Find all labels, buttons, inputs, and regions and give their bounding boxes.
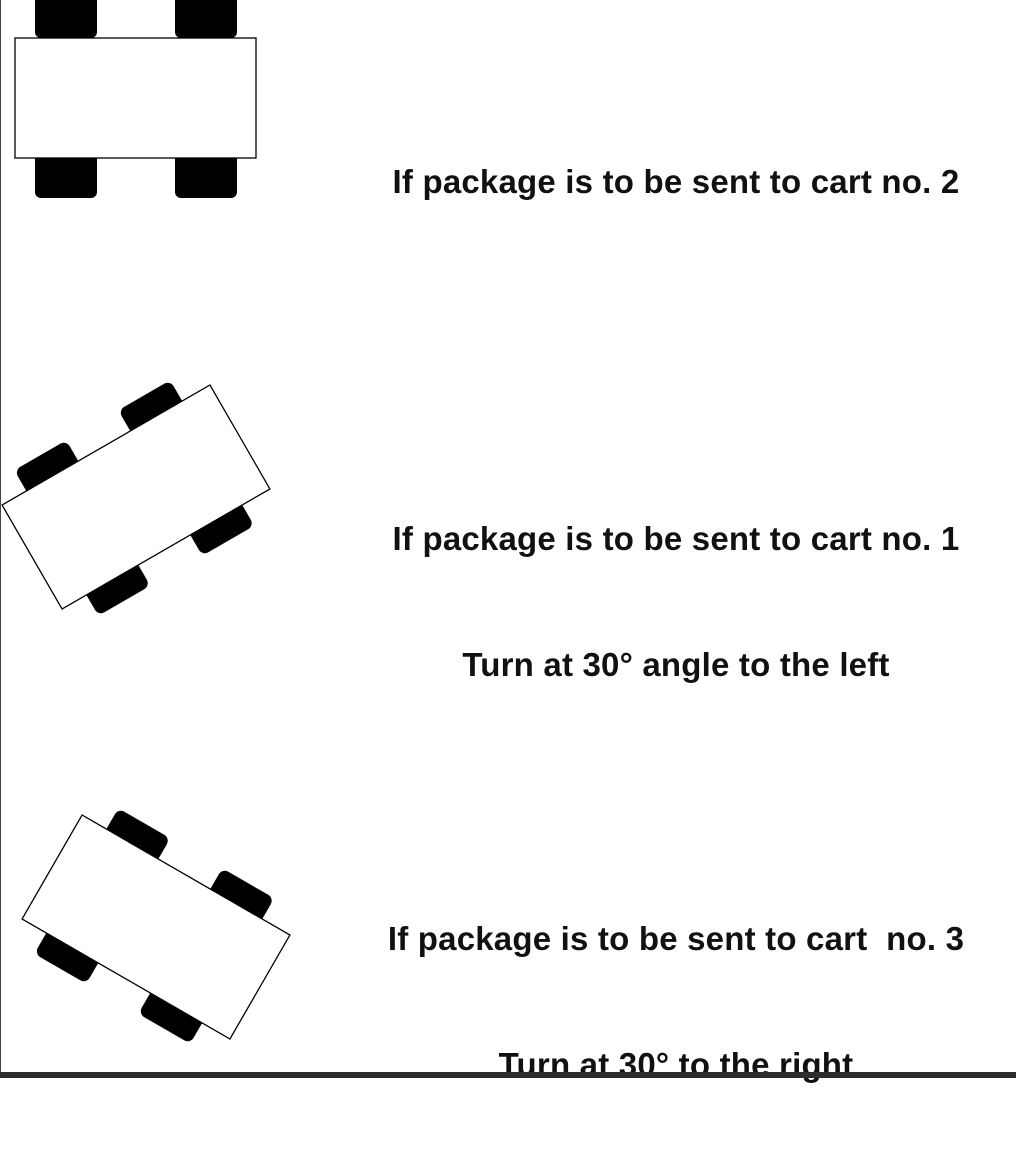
cart-turned-left	[1, 382, 271, 614]
caption-cart-no-2-line-1: If package is to be sent to cart no. 2	[392, 163, 960, 200]
cart-left-body	[1, 384, 271, 610]
caption-cart-no-3-line-1: If package is to be sent to cart no. 3	[387, 920, 965, 957]
caption-cart-no-2: If package is to be sent to cart no. 2	[336, 77, 1016, 287]
caption-cart-no-3: If package is to be sent to cart no. 3 T…	[336, 834, 1016, 1170]
cart-drawings	[1, 0, 291, 1042]
cart-straight	[14, 0, 257, 198]
caption-cart-no-3-line-2: Turn at 30° to the right	[498, 1046, 854, 1083]
cart-straight-wheel-top-right	[175, 0, 237, 38]
cart-straight-body	[14, 37, 257, 159]
caption-cart-no-1: If package is to be sent to cart no. 1 T…	[336, 434, 1016, 770]
cart-right-body	[21, 814, 291, 1040]
bottom-border	[0, 1072, 1016, 1078]
caption-cart-no-1-line-1: If package is to be sent to cart no. 1	[392, 520, 960, 557]
cart-straight-wheel-bottom-left	[35, 152, 97, 198]
cart-straight-wheel-bottom-right	[175, 152, 237, 198]
left-border	[0, 0, 1, 1072]
diagram-canvas: If package is to be sent to cart no. 2 I…	[0, 0, 1016, 1083]
cart-turned-right	[21, 810, 291, 1042]
caption-cart-no-1-line-2: Turn at 30° angle to the left	[462, 646, 890, 683]
cart-straight-wheel-top-left	[35, 0, 97, 38]
